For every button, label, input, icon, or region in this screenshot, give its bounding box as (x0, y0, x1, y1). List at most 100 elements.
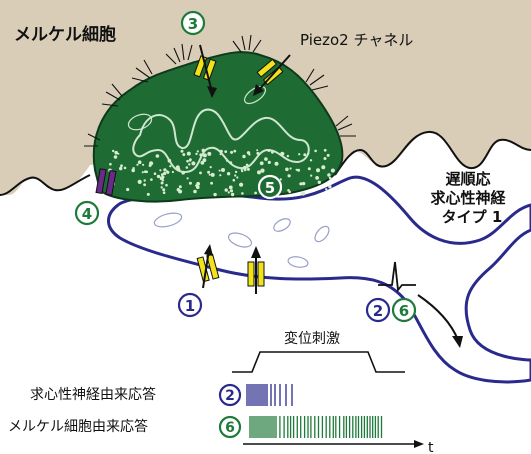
vesicle-dot (160, 181, 164, 185)
marker-3: 3 (180, 10, 206, 36)
vesicle-dot (239, 182, 244, 187)
vesicle-dot (230, 192, 235, 197)
vesicle-dot (208, 173, 211, 176)
vesicle-dot (219, 153, 222, 156)
vesicle-dot (325, 188, 328, 191)
vesicle-dot (321, 165, 326, 170)
svg-text:5: 5 (265, 179, 275, 197)
vesicle-dot (271, 150, 274, 154)
stimulus-trace (232, 351, 405, 373)
svg-text:2: 2 (373, 302, 383, 320)
stimulus-label: 変位刺激 (284, 330, 340, 347)
vesicle-dot (185, 166, 189, 169)
vesicle-dot (202, 158, 207, 163)
vesicle-dot (202, 153, 207, 158)
vesicle-dot (234, 174, 237, 177)
action-potential-icon (378, 261, 416, 293)
vesicle-dot (155, 154, 160, 158)
time-axis-arrowhead (414, 440, 424, 448)
vesicle-dot (188, 181, 192, 185)
vesicle-dot (196, 181, 201, 186)
vesicle-dot (186, 159, 189, 163)
vesicle-dot (303, 153, 307, 157)
skin-outline (0, 130, 531, 196)
vesicle-dot (229, 189, 234, 193)
vesicle-dot (142, 163, 145, 166)
vesicle-dot (167, 158, 172, 163)
vesicle-dot (199, 153, 203, 157)
vesicle-dot (131, 168, 135, 173)
vesicle-dot (314, 149, 317, 153)
vesicle-dot (137, 160, 142, 164)
arrowhead (204, 244, 213, 256)
vesicle-dot (259, 161, 264, 166)
vesicle-dot (298, 153, 301, 156)
vesicle-dot (178, 185, 182, 189)
vesicle-dot (279, 178, 282, 181)
vesicle-dot (191, 161, 196, 166)
vesicle-dot (160, 186, 163, 189)
vesicle-dot (188, 159, 192, 162)
vesicle-dot (210, 172, 215, 177)
merkel-microvilli (84, 34, 356, 147)
vesicle-dot (288, 190, 292, 194)
vesicle-dot (264, 157, 268, 161)
vesicle-dot (200, 160, 205, 165)
vesicle-dot (299, 182, 303, 186)
svg-text:1: 1 (185, 297, 195, 315)
vesicle-dot (141, 171, 144, 174)
arrowhead (452, 336, 463, 348)
vesicle-dot (286, 154, 290, 158)
merkel-response-spikes (249, 416, 383, 438)
piezo2-channel-nerve-right (247, 261, 265, 287)
vesicle-dot (245, 163, 249, 167)
vesicle-dot (188, 163, 191, 166)
svg-text:6: 6 (225, 420, 235, 436)
vesicle-dot (207, 151, 212, 156)
vesicle-dot (326, 153, 330, 157)
vesicle-dot (218, 169, 221, 172)
vesicle-dot (233, 149, 237, 153)
nerve-response-label: 求心性神経由来応答 (30, 386, 156, 403)
vesicle-dot (171, 170, 174, 174)
nerve-mitochondria (153, 212, 330, 268)
vesicle-dot (219, 174, 222, 177)
vesicle-dot (236, 176, 239, 179)
marker-2-response: 2 (218, 383, 242, 407)
arrowhead (253, 84, 264, 96)
vesicle-dot (229, 161, 233, 165)
vesicle-dot (317, 180, 321, 184)
vesicle-dot (182, 153, 186, 157)
vesicle-dot (301, 181, 306, 186)
vesicle-dot (234, 170, 238, 174)
svg-text:4: 4 (82, 205, 92, 223)
vesicle-dot (162, 191, 166, 194)
marker-5: 5 (257, 174, 283, 200)
vesicle-dot (163, 171, 167, 176)
arrow-into-nerve-left (202, 249, 210, 289)
vesicle-dot (227, 191, 230, 194)
vesicle-dot (210, 181, 214, 185)
nerve-type-line3: タイプ 1 (442, 208, 503, 226)
arrowhead (251, 246, 261, 258)
vesicle-dot (201, 148, 206, 153)
merkel-cell-label: メルケル細胞 (14, 24, 116, 45)
vesicle-dot (199, 171, 202, 175)
vesicle-dot (230, 150, 234, 154)
vesicle-dot (315, 176, 319, 180)
merkel-cell-nucleus (132, 108, 310, 174)
vesicle-dot (256, 149, 259, 152)
vesicle-dot (328, 185, 332, 189)
vesicle-dot (186, 177, 189, 180)
vesicle-dot (193, 189, 197, 194)
vesicle-dot (181, 170, 185, 175)
vesicle-dot (195, 184, 198, 187)
svg-text:3: 3 (188, 15, 198, 33)
vesicle-dot (287, 174, 291, 178)
vesicle-dot (285, 167, 289, 172)
vesicle-dot (165, 170, 169, 173)
purple-channel-icon (95, 168, 117, 196)
vesicle-dot (316, 168, 320, 173)
vesicle-dot (242, 154, 246, 159)
merkel-cell-body (92, 51, 344, 203)
